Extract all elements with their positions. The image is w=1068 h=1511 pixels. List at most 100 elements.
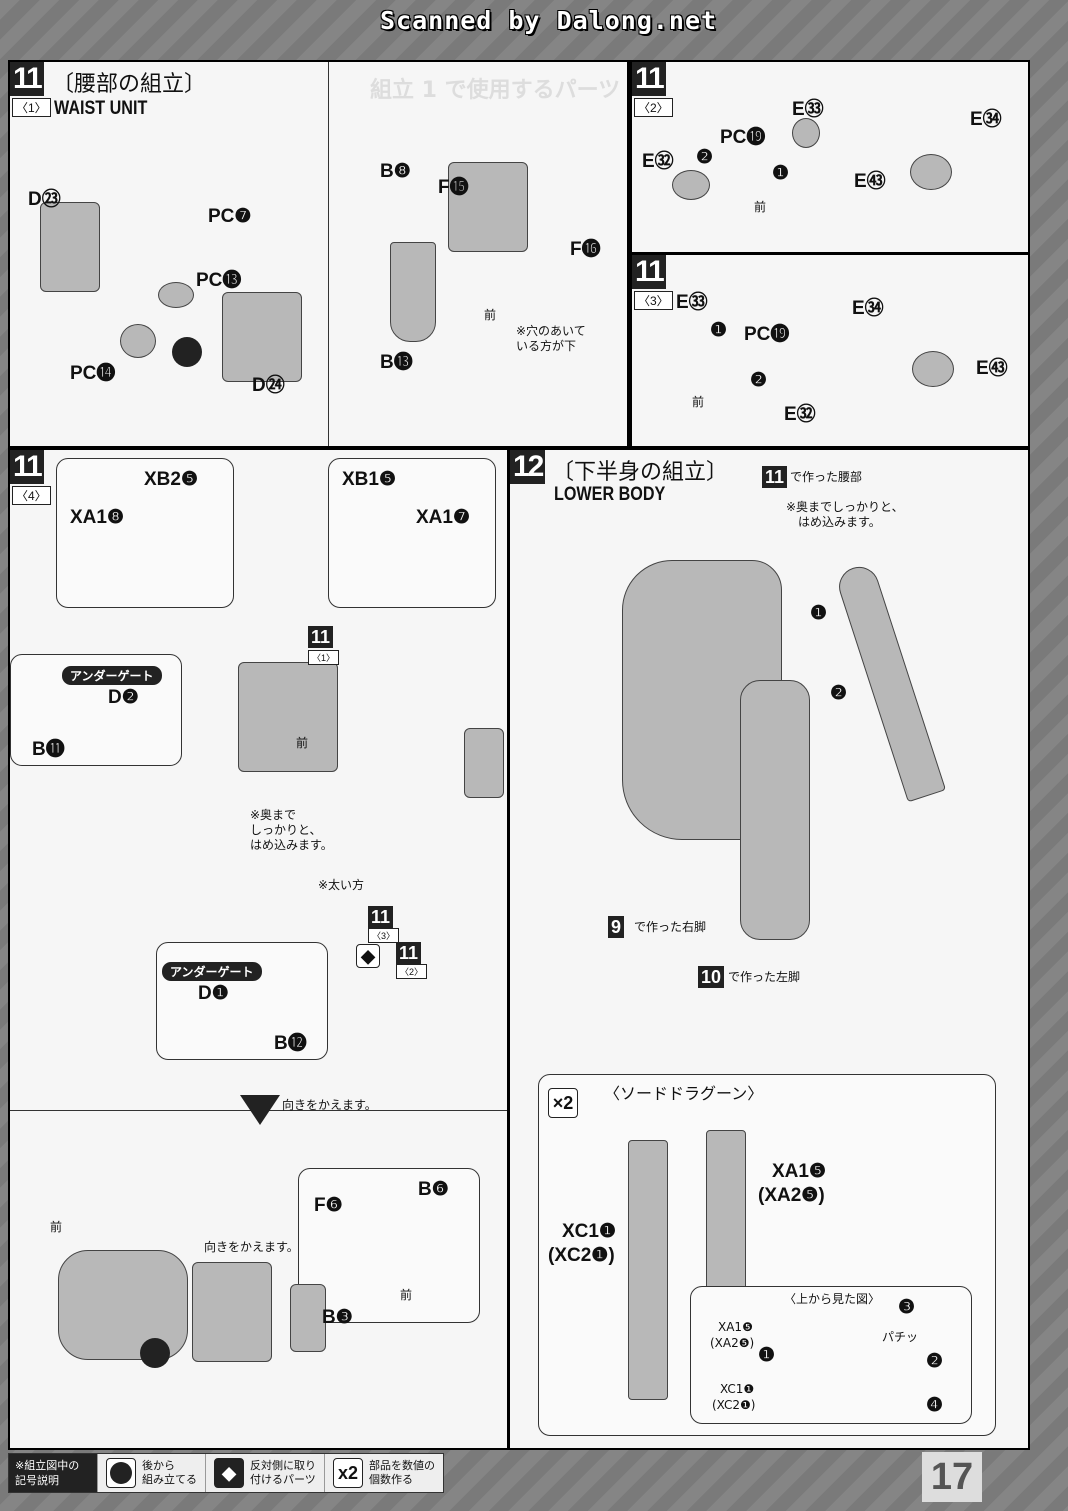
label: XB1❺ <box>342 469 396 490</box>
label: F❻ <box>314 1195 343 1216</box>
callout-box <box>328 458 496 608</box>
step: ❷ <box>750 370 768 391</box>
label: (XA2❺) <box>710 1336 755 1350</box>
label: E㉝ <box>792 99 824 120</box>
step: ❸ <box>898 1297 916 1318</box>
callout-box <box>298 1168 480 1323</box>
callout-box <box>56 458 234 608</box>
label: B❻ <box>418 1179 449 1200</box>
step: ❹ <box>926 1395 944 1416</box>
legend-item: 後から 組み立てる <box>97 1454 205 1492</box>
label: F⓰ <box>570 239 601 260</box>
ref-substep: 〈2〉 <box>396 964 428 979</box>
part-e-assembly <box>910 154 952 190</box>
label: E㊸ <box>854 171 886 192</box>
label: E㉜ <box>642 151 674 172</box>
note: ※太い方 <box>318 878 365 892</box>
label: B❸ <box>322 1307 353 1328</box>
part-b13 <box>390 242 436 342</box>
symbol-legend: ※組立図中の 記号説明 後から 組み立てる ◆ 反対側に取り 付けるパーツ x2… <box>8 1453 444 1493</box>
part-e33 <box>792 118 820 148</box>
label: D㉔ <box>252 375 285 396</box>
step: ❷ <box>696 147 714 168</box>
part-e32 <box>672 170 710 200</box>
step-number: 11 <box>10 62 44 96</box>
legend-text: 後から 組み立てる <box>142 1459 197 1486</box>
note: ※穴のあいて いる方が下 <box>516 324 586 353</box>
title-jp: 〔腰部の組立〕 <box>52 72 207 97</box>
step: ❷ <box>926 1351 944 1372</box>
ref-substep: 〈3〉 <box>368 928 400 943</box>
label: PC⓭ <box>196 270 242 291</box>
note: ※奥まで しっかりと、 はめ込みます。 <box>250 808 333 852</box>
label: (XC2❶) <box>548 1245 615 1266</box>
ref-text: で作った右脚 <box>634 920 707 934</box>
step-number: 11 <box>632 255 666 289</box>
label: XC1❶ <box>720 1382 755 1396</box>
legend-text: 部品を数値の 個数作る <box>369 1459 435 1486</box>
step: ❶ <box>758 1345 776 1366</box>
front-label: 前 <box>296 736 309 750</box>
ref-substep: 〈1〉 <box>308 650 340 665</box>
part-b3 <box>290 1284 326 1352</box>
label: D❷ <box>108 687 139 708</box>
label: XC1❶ <box>562 1221 616 1242</box>
x2-icon: x2 <box>333 1458 363 1488</box>
label: (XA2❺) <box>758 1185 825 1206</box>
x2-icon: ×2 <box>548 1088 578 1118</box>
legend-caption: ※組立図中の 記号説明 <box>9 1454 97 1492</box>
label: PC❼ <box>208 206 252 227</box>
step: ❶ <box>710 320 728 341</box>
substep: 〈4〉 <box>12 486 51 505</box>
label: XA1❺ <box>772 1161 826 1182</box>
ref-step: 10 <box>698 966 725 988</box>
title-jp: 〔下半身の組立〕 <box>552 460 729 485</box>
panel-lower-body: 12 〔下半身の組立〕 LOWER BODY 11 で作った腰部 ※奥までしっか… <box>510 450 1028 1448</box>
front-label: 前 <box>754 200 767 214</box>
step: ❷ <box>830 683 848 704</box>
panel-11-2: 11 〈2〉 E㉜ PC⓳ E㉝ E㉞ E㊸ ❷ ❶ 前 <box>632 62 1028 252</box>
part-xc1 <box>628 1140 668 1400</box>
front-label: 前 <box>50 1220 63 1234</box>
turn-note: 向きをかえます。 <box>282 1098 377 1112</box>
title-en: LOWER BODY <box>554 484 666 505</box>
sword-title: 〈ソードドラグーン〉 <box>604 1084 764 1103</box>
step-number: 11 <box>632 62 666 96</box>
down-arrow-icon <box>240 1095 280 1125</box>
left-leg <box>740 680 810 940</box>
label: E㊸ <box>976 358 1008 379</box>
part-e-assembly <box>912 351 954 387</box>
label: D㉓ <box>28 189 61 210</box>
circle-assemble-later-icon <box>106 1458 136 1488</box>
label: E㉞ <box>852 298 884 319</box>
part-f15 <box>448 162 528 252</box>
assemble-later-icon <box>140 1338 170 1368</box>
label: XA1❽ <box>70 507 124 528</box>
substep: 〈1〉 <box>12 98 51 117</box>
substep: 〈3〉 <box>634 291 673 310</box>
ref-text: で作った腰部 <box>790 470 863 484</box>
front-label: 前 <box>692 395 705 409</box>
ref-text: で作った左脚 <box>728 970 801 984</box>
title-en: WAIST UNIT <box>54 98 148 119</box>
step: ❶ <box>810 603 828 624</box>
divider <box>328 62 329 446</box>
front-label: 前 <box>484 308 497 322</box>
label: B⓫ <box>32 739 65 760</box>
ref-step: 11 <box>762 466 788 488</box>
label: E㉞ <box>970 109 1002 130</box>
substep: 〈2〉 <box>634 98 673 117</box>
turn-note: 向きをかえます。 <box>204 1240 299 1254</box>
top-view-title: 〈上から見た図〉 <box>784 1292 881 1306</box>
label: PC⓮ <box>70 363 116 384</box>
ref-step: 9 <box>608 916 625 938</box>
part-pc14 <box>120 324 156 358</box>
front-label: 前 <box>400 1288 413 1302</box>
watermark: Scanned by Dalong.net <box>380 6 718 35</box>
top-view-box <box>690 1286 972 1424</box>
part-d24 <box>222 292 302 382</box>
note: ※奥までしっかりと、 はめ込みます。 <box>786 500 904 529</box>
label: B❽ <box>380 161 411 182</box>
part <box>464 728 504 798</box>
legend-item: x2 部品を数値の 個数作る <box>324 1454 443 1492</box>
